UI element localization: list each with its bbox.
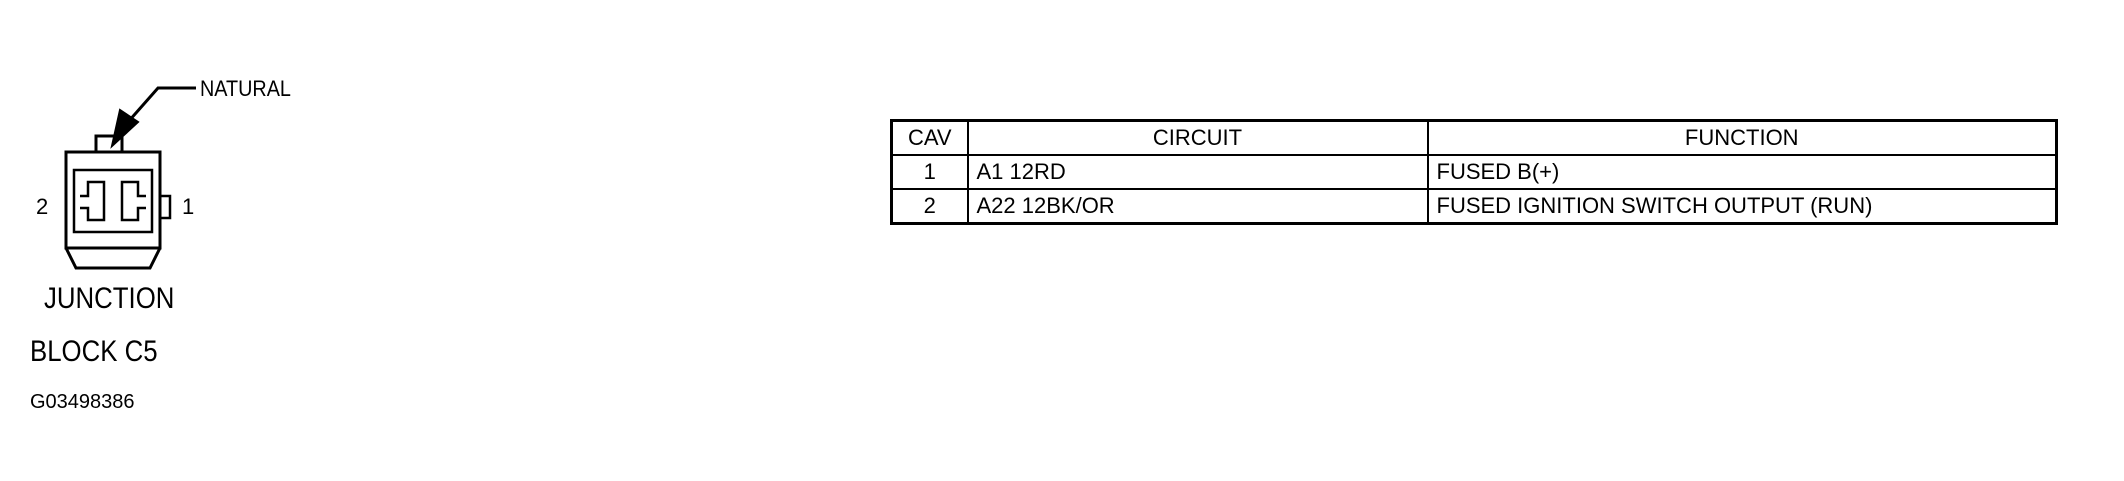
connector-diagram: NATURAL 2 1 JUNCTION BLOCK C5 G03498386 (0, 0, 340, 481)
connector-side-latch (160, 194, 172, 220)
header-function: FUNCTION (1426, 119, 2058, 156)
terminal-cavity-2 (80, 180, 106, 222)
connector-bottom-skirt (64, 247, 162, 270)
table-row: 1 A1 12RD FUSED B(+) (890, 154, 2058, 190)
cell-circuit: A1 12RD (966, 154, 1429, 190)
table-row: 2 A22 12BK/OR FUSED IGNITION SWITCH OUTP… (890, 188, 2058, 225)
cell-function: FUSED IGNITION SWITCH OUTPUT (RUN) (1426, 188, 2058, 225)
table-header-row: CAV CIRCUIT FUNCTION (890, 119, 2058, 156)
cell-function: FUSED B(+) (1426, 154, 2058, 190)
component-name-line2: BLOCK C5 (30, 335, 158, 368)
connector-lock-tab (94, 134, 124, 152)
callout-label: NATURAL (200, 76, 291, 101)
component-name-line1: JUNCTION (44, 282, 175, 315)
header-circuit: CIRCUIT (966, 119, 1429, 156)
cell-cav: 2 (890, 188, 969, 225)
connector-drawing (64, 86, 196, 270)
cell-cav: 1 (890, 154, 969, 190)
connector-inner-frame (72, 168, 154, 234)
connector-body (64, 150, 162, 250)
pin-label-2: 2 (36, 194, 49, 219)
header-cav: CAV (890, 119, 969, 156)
callout-leader-line (126, 86, 196, 123)
terminal-cavity-1 (120, 180, 146, 222)
cell-circuit: A22 12BK/OR (966, 188, 1429, 225)
figure-id: G03498386 (30, 391, 135, 413)
pin-label-1: 1 (182, 194, 195, 219)
pinout-table: CAV CIRCUIT FUNCTION 1 A1 12RD FUSED B(+… (890, 119, 2058, 225)
